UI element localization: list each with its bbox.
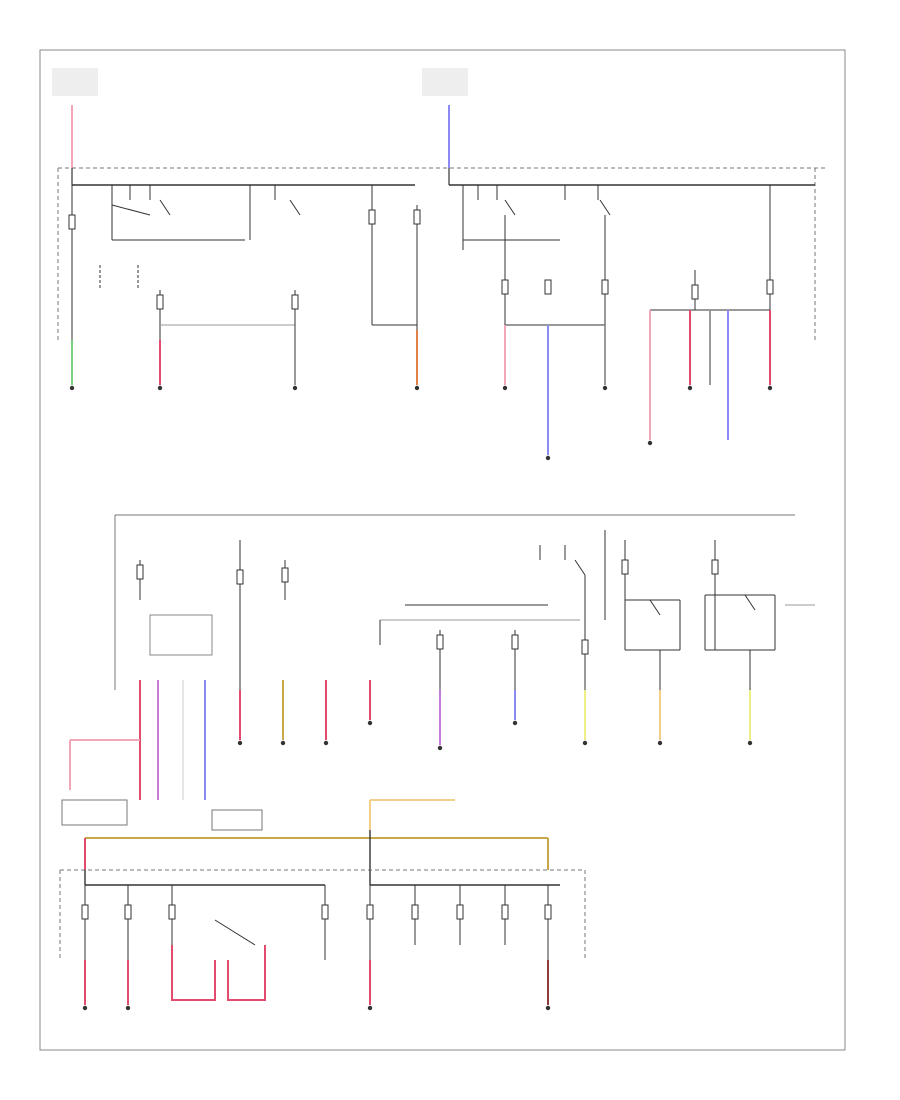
lower-fuses — [81, 885, 552, 960]
connector-boxes — [61, 799, 455, 831]
middle-terminals — [237, 720, 753, 751]
upper-drop-wires — [71, 310, 771, 455]
lower-busbars — [84, 870, 560, 886]
diagram-frame — [39, 49, 846, 1051]
upper-left-circuits — [68, 185, 421, 340]
lower-terminals — [82, 1005, 551, 1011]
middle-circuits — [136, 530, 815, 690]
lower-feed — [84, 830, 549, 870]
lower-drop-wires — [84, 945, 549, 1005]
middle-drop-wires — [69, 680, 751, 800]
upper-terminals — [69, 385, 773, 461]
power-source-right — [422, 68, 468, 168]
power-source-left — [52, 68, 98, 168]
upper-right-circuits — [462, 185, 774, 326]
